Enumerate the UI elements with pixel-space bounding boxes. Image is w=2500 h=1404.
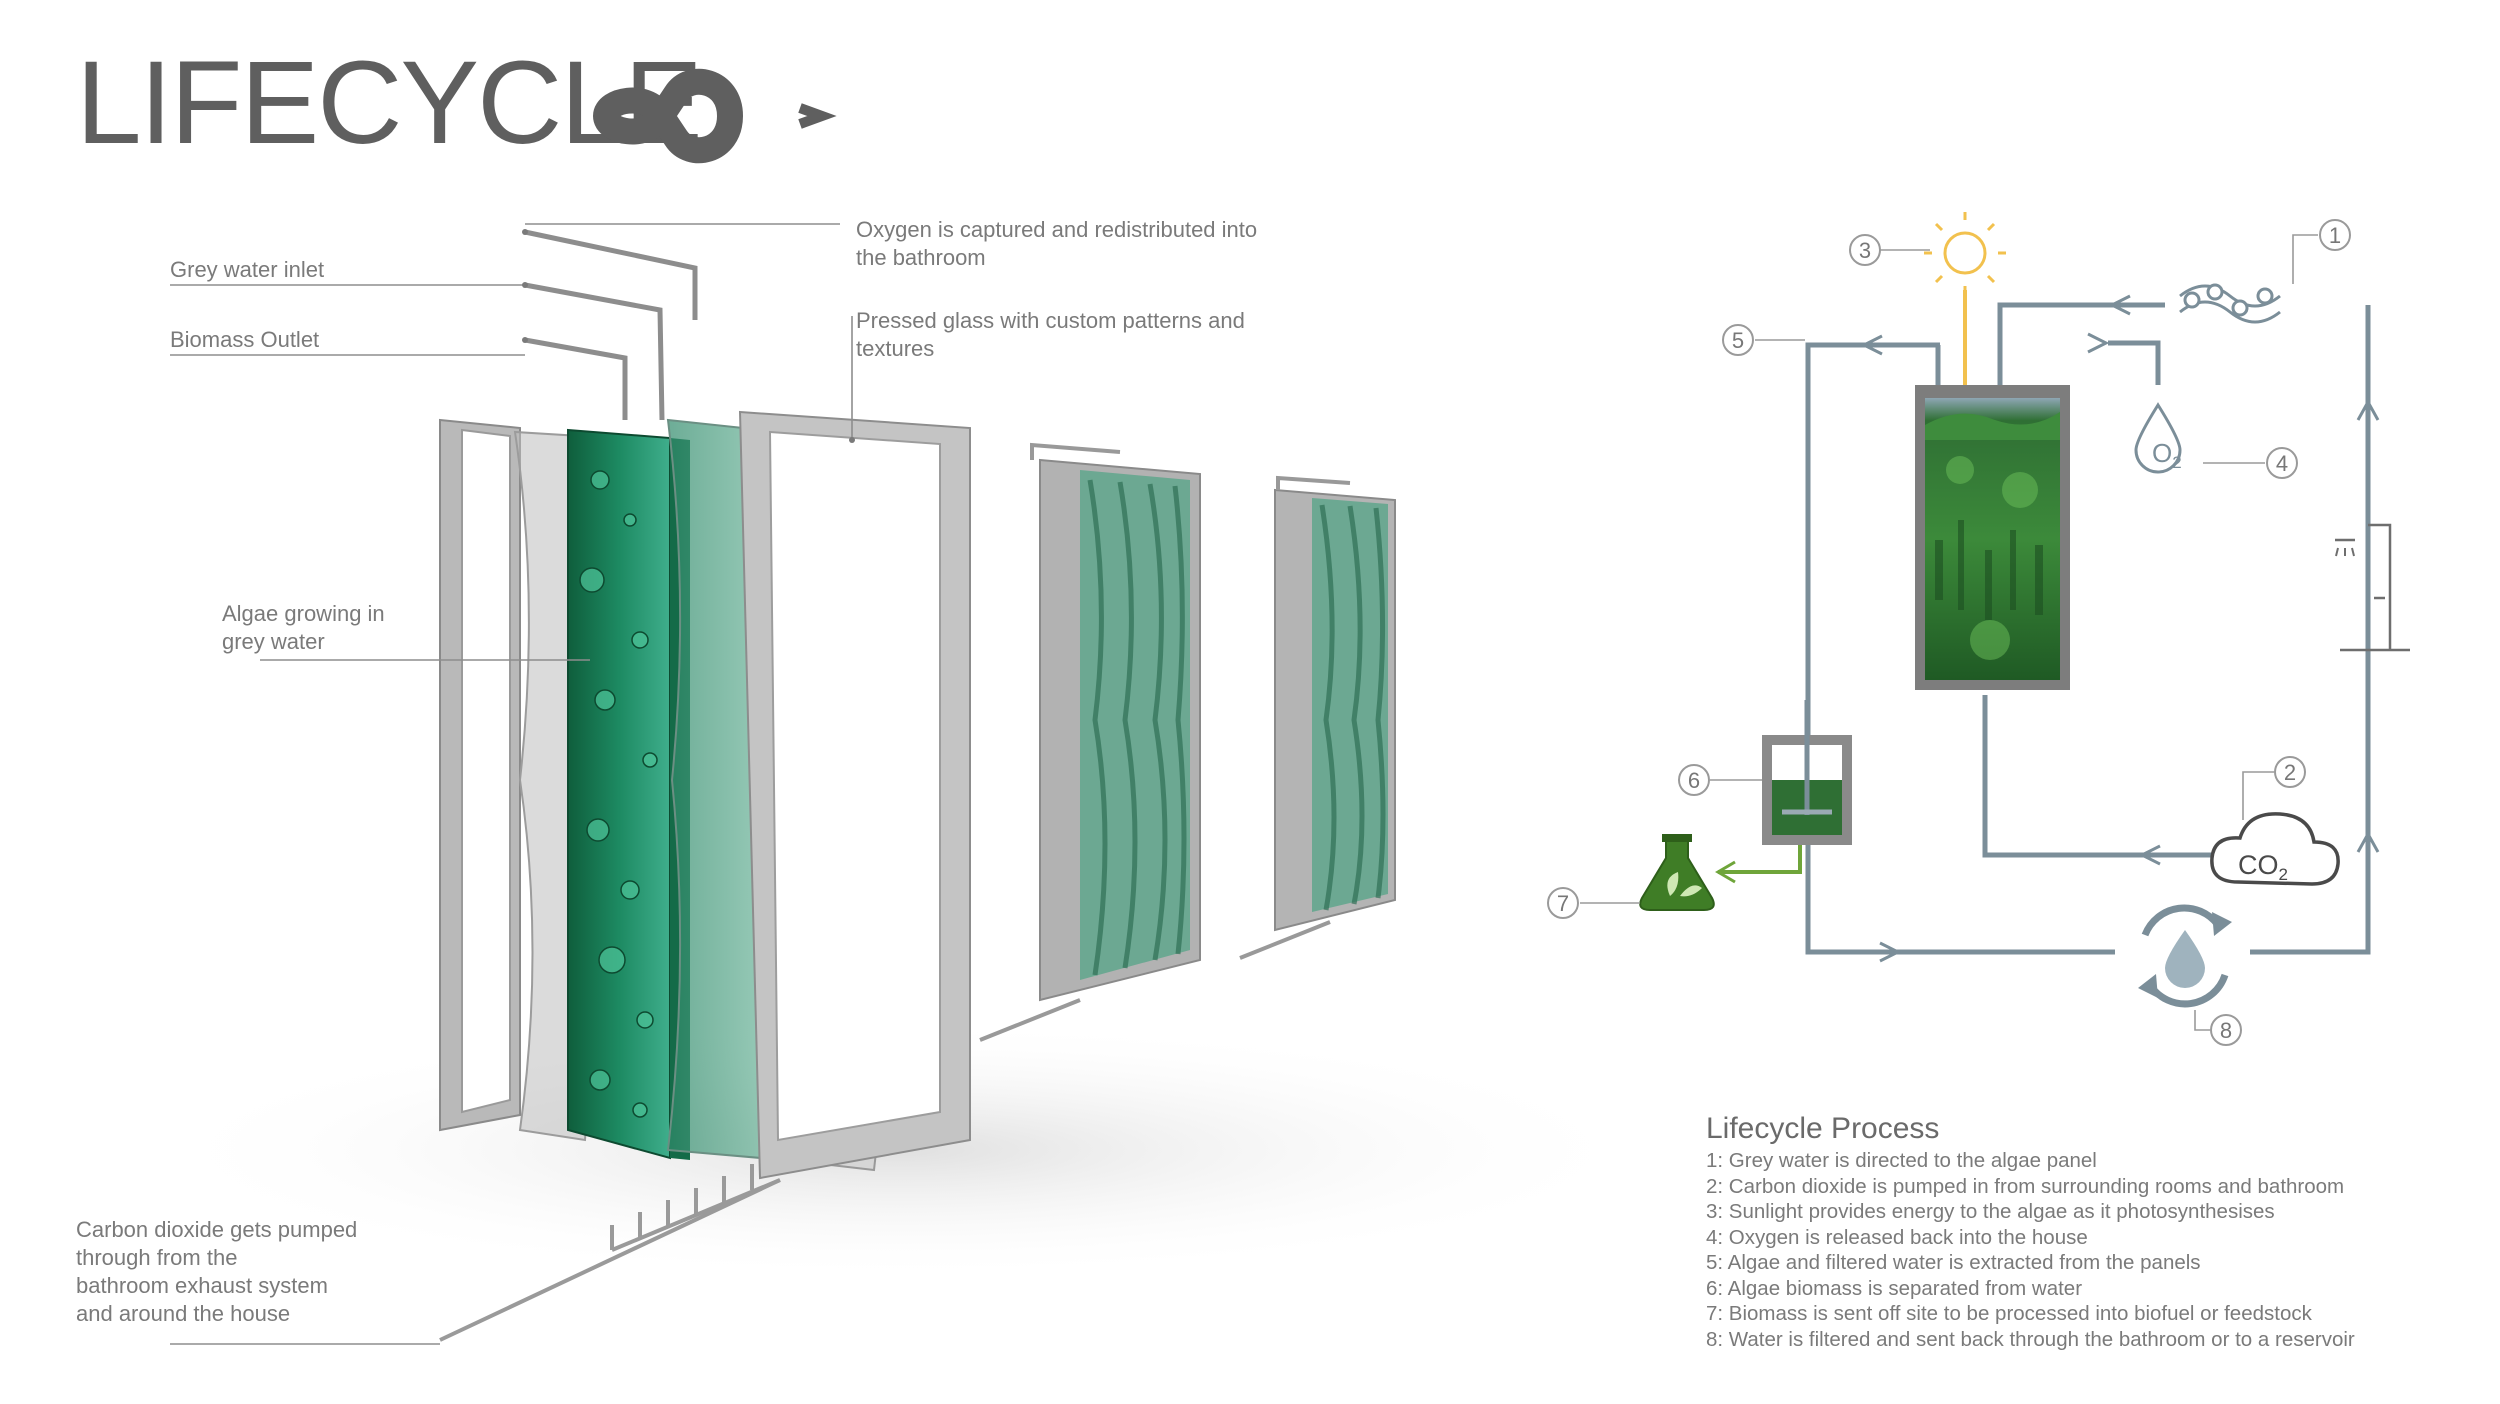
step-number-6: 6 xyxy=(1688,768,1700,793)
flow-arrows xyxy=(1860,294,2380,963)
lifecycle-process-legend: Lifecycle Process 1: Grey water is direc… xyxy=(1706,1112,2466,1352)
step-number-2: 2 xyxy=(2284,760,2296,785)
co2-cloud-icon xyxy=(2210,812,2340,886)
process-step-7: 7: Biomass is sent off site to be proces… xyxy=(1706,1302,2312,1325)
step-badge-8: 8 xyxy=(2210,1014,2242,1046)
callout-leaders xyxy=(170,223,853,1345)
water-molecule-icon xyxy=(2179,283,2281,324)
oxygen-drop-icon xyxy=(2134,402,2182,474)
step-number-4: 4 xyxy=(2276,451,2288,476)
step-number-badges: 1 2 3 4 5 6 7 xyxy=(1547,219,2351,1046)
infinity-loop-icon xyxy=(592,68,837,164)
process-step-1: 1: Grey water is directed to the algae p… xyxy=(1706,1149,2097,1172)
shower-icon xyxy=(2335,523,2410,652)
process-step-5: 5: Algae and filtered water is extracted… xyxy=(1706,1251,2201,1274)
step-number-8: 8 xyxy=(2220,1018,2232,1043)
process-heading: Lifecycle Process xyxy=(1706,1112,1940,1145)
process-step-3: 3: Sunlight provides energy to the algae… xyxy=(1706,1200,2275,1223)
callout-grey-water-inlet: Grey water inlet xyxy=(170,257,325,282)
biomass-flask-icon xyxy=(1639,834,1715,911)
o2-subscript: 2 xyxy=(2172,453,2181,472)
step-number-5: 5 xyxy=(1732,328,1744,353)
callout-oxygen: Oxygen is captured and redistributed int… xyxy=(856,217,1258,270)
step-badge-1: 1 xyxy=(2319,219,2351,251)
step-number-7: 7 xyxy=(1557,891,1569,916)
co2-subscript: 2 xyxy=(2279,865,2288,884)
callout-algae-growing: Algae growing in grey water xyxy=(222,601,385,654)
o2-label: O xyxy=(2152,438,2172,468)
water-recycle-icon xyxy=(2138,904,2232,1008)
process-step-2: 2: Carbon dioxide is pumped in from surr… xyxy=(1706,1174,2345,1198)
step-badge-4: 4 xyxy=(2266,447,2298,479)
process-step-6: 6: Algae biomass is separated from water xyxy=(1706,1276,2083,1300)
assembled-algae-panel-2 xyxy=(1239,475,1396,960)
sun-icon xyxy=(1924,212,2006,294)
step-number-3: 3 xyxy=(1859,238,1871,263)
lifecycle-flow-diagram: 1 2 3 4 5 6 7 xyxy=(1547,212,2410,1046)
biomass-output-line xyxy=(1718,845,1802,874)
step-badge-2: 2 xyxy=(2274,756,2306,788)
process-step-8: 8: Water is filtered and sent back throu… xyxy=(1706,1327,2355,1351)
step-badge-5: 5 xyxy=(1722,324,1754,356)
biomass-separator xyxy=(1762,700,1852,845)
process-steps: 1: Grey water is directed to the algae p… xyxy=(1706,1148,2466,1352)
co2-label: CO xyxy=(2238,850,2279,880)
svg-text:CO2: CO2 xyxy=(2238,850,2288,884)
step-number-1: 1 xyxy=(2329,223,2341,248)
callout-pressed-glass: Pressed glass with custom patterns and t… xyxy=(856,308,1245,361)
process-step-4: 4: Oxygen is released back into the hous… xyxy=(1706,1225,2088,1249)
algae-tank xyxy=(1915,385,2070,690)
assembled-algae-panel-1 xyxy=(979,442,1201,1042)
callout-carbon-dioxide: Carbon dioxide gets pumped through from … xyxy=(76,1217,358,1326)
exploded-algae-panel xyxy=(439,229,971,1342)
svg-text:O2: O2 xyxy=(2152,438,2182,472)
number-leaders xyxy=(1580,234,2318,1031)
callout-biomass-outlet: Biomass Outlet xyxy=(170,327,320,352)
step-badge-7: 7 xyxy=(1547,887,1579,919)
step-badge-6: 6 xyxy=(1678,764,1710,796)
step-badge-3: 3 xyxy=(1849,234,1881,266)
